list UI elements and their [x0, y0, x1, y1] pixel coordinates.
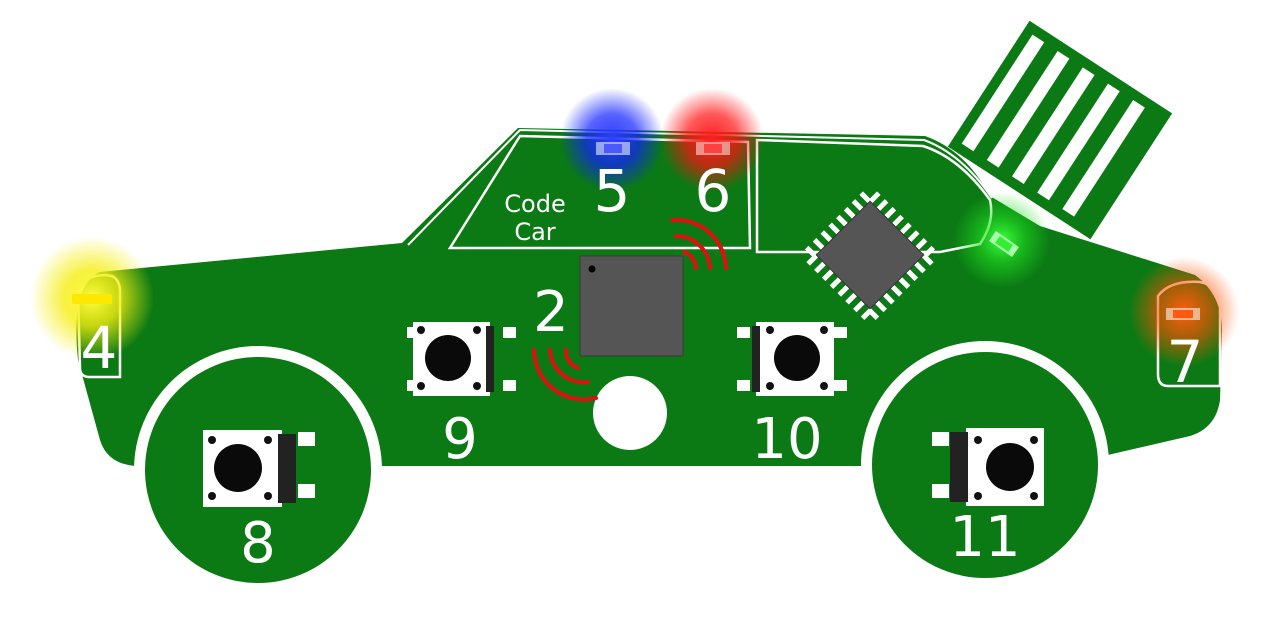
led-yellow [72, 294, 112, 304]
pin-label-button-right: 10 [751, 407, 822, 472]
buzzer-sound-waves-bottom [532, 348, 598, 402]
pin-label-led-yellow: 4 [81, 314, 118, 382]
pin-label-led-blue: 5 [594, 157, 631, 225]
pin-label-button-front-wheel: 11 [949, 505, 1020, 570]
led-blue-glow [560, 88, 664, 192]
pin-label-led-orange: 7 [1167, 328, 1204, 396]
pin-label-button-rear-wheel: 8 [240, 511, 276, 576]
board-label-line1: Code [504, 190, 565, 218]
button-rear-wheel[interactable] [203, 430, 315, 507]
button-left[interactable] [407, 322, 516, 396]
led-green [989, 231, 1019, 257]
led-orange [1166, 308, 1200, 320]
body-edge-trace [407, 128, 993, 246]
led-blue [596, 142, 630, 155]
pin-label-buzzer: 2 [533, 280, 569, 345]
antenna-connector [947, 20, 1173, 240]
button-right[interactable] [737, 322, 847, 396]
button-front-wheel[interactable] [932, 428, 1044, 506]
buzzer [579, 255, 684, 357]
pin-label-led-red: 6 [695, 157, 732, 225]
led-red [696, 142, 730, 155]
pin-label-button-left: 9 [442, 407, 478, 472]
buzzer-sound-waves-top [670, 217, 728, 270]
microcontroller-chip [804, 191, 936, 321]
mounting-hole [593, 376, 667, 450]
board-label-line2: Car [514, 218, 555, 246]
led-red-glow [660, 88, 764, 192]
